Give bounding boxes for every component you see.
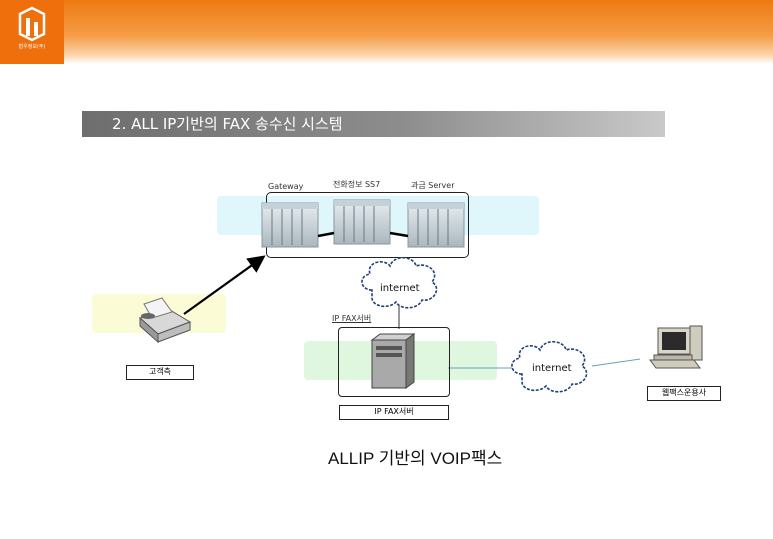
server-rack-billing — [407, 202, 465, 248]
operator-label: 웹팩스운용사 — [647, 386, 721, 401]
link-cloud2-operator — [591, 358, 641, 367]
link-gateway-ss7 — [317, 231, 335, 238]
server-rack-gateway — [261, 202, 319, 248]
arrow-customer-to-gateway — [183, 255, 266, 315]
logo-caption: 협우정보(주) — [18, 44, 46, 50]
fax-server-top-label: IP FAX서버 — [332, 314, 372, 323]
diagram-caption: ALLIP 기반의 VOIP팩스 — [328, 449, 503, 468]
header-bar — [0, 0, 773, 64]
server-label-gateway: Gateway — [268, 182, 304, 191]
fax-server-box-label: IP FAX서버 — [339, 405, 449, 420]
server-rack-ss7 — [333, 199, 391, 245]
internet-cloud-bottom-icon — [511, 340, 588, 393]
section-title: 2. ALL IP기반의 FAX 송수신 시스템 — [82, 111, 665, 137]
cloud-top-label: internet — [380, 283, 420, 294]
operator-computer-icon — [649, 325, 703, 369]
server-label-ss7: 전화정보 SS7 — [333, 180, 381, 189]
customer-label: 고객측 — [126, 365, 194, 380]
fax-machine-icon — [138, 297, 192, 344]
logo-mark-icon — [18, 6, 46, 42]
fax-server-tower-icon — [370, 333, 416, 389]
cloud-bottom-label: internet — [532, 363, 572, 374]
server-label-billing: 과금 Server — [411, 181, 455, 190]
link-ss7-billing — [389, 231, 409, 238]
internet-cloud-top-icon — [361, 256, 438, 309]
company-logo — [0, 0, 64, 64]
fax-server-frame — [338, 327, 450, 397]
